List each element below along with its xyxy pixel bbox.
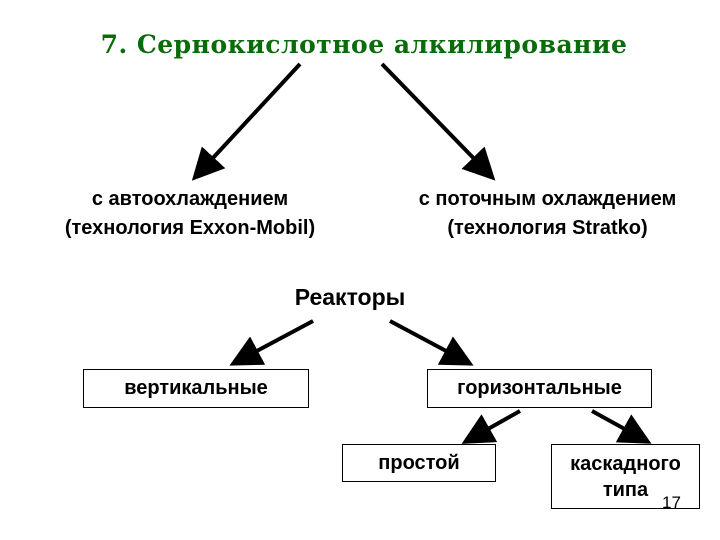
- arrow-reactors-to-vertical: [229, 319, 314, 366]
- cascade-reactor-label: каскадного типа: [570, 452, 681, 501]
- cascade-reactor-box: каскадного типа: [551, 444, 700, 509]
- branch-flow-cooling: с поточным охлаждением (технология Strat…: [375, 185, 720, 243]
- branch-autocooling-line2: (технология Exxon-Mobil): [64, 217, 316, 239]
- arrow-reactors-to-horizontal: [389, 319, 474, 366]
- page-number: 17: [662, 493, 681, 512]
- arrow-title-to-left-branch: [191, 62, 302, 181]
- branch-autocooling: с автоохлаждением (технология Exxon-Mobi…: [20, 185, 360, 243]
- arrow-horizontal-to-simple: [461, 409, 521, 444]
- branch-flow-cooling-line1: с поточным охлаждением: [418, 188, 677, 210]
- vertical-reactor-label: вертикальные: [124, 377, 268, 399]
- reactors-heading: Реакторы: [294, 284, 406, 310]
- branch-autocooling-line1: с автоохлаждением: [91, 188, 289, 210]
- horizontal-reactor-label: горизонтальные: [457, 377, 622, 399]
- arrow-title-to-right-branch: [380, 62, 496, 181]
- simple-reactor-label: простой: [378, 451, 460, 474]
- page-title: 7. Сернокислотное алкилирование: [100, 30, 628, 59]
- horizontal-reactor-box: горизонтальные: [427, 369, 652, 408]
- simple-reactor-box: простой: [342, 444, 496, 482]
- arrow-horizontal-to-cascade: [591, 409, 652, 444]
- branch-flow-cooling-line2: (технология Stratko): [447, 217, 648, 239]
- vertical-reactor-box: вертикальные: [83, 369, 309, 408]
